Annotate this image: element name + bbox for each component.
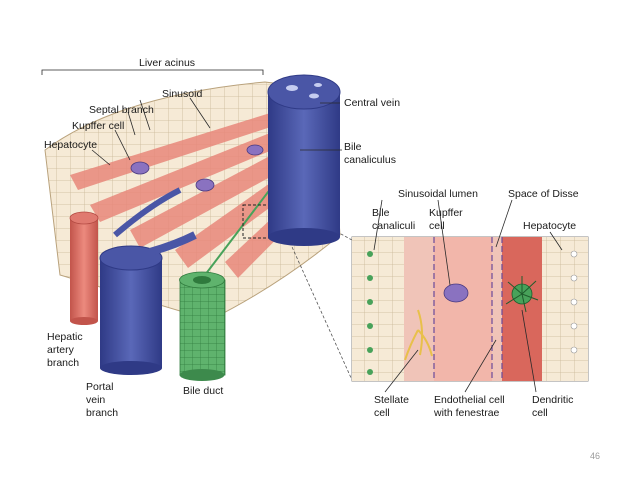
- label-bile-duct: Bile duct: [183, 385, 223, 397]
- page-number: 46: [590, 451, 600, 461]
- label-kupffer-cell: Kupffer cell: [72, 120, 124, 132]
- label-septal-branch: Septal branch: [89, 104, 154, 116]
- hepatic-artery: [69, 211, 99, 325]
- kupffer-cell-1: [130, 161, 150, 175]
- label-bile-canaliculi-1: Bile: [372, 207, 390, 219]
- label-endothelial-cell-2: with fenestrae: [433, 407, 500, 419]
- inset-kupffer-cell: [443, 283, 469, 303]
- septal-branch: [113, 187, 182, 238]
- leader-lines: [41, 69, 563, 393]
- kupffer-cell-2: [195, 178, 215, 192]
- label-bile-canaliculus-2: canaliculus: [344, 154, 396, 166]
- label-bile-canaliculi-2: canaliculi: [372, 220, 415, 232]
- label-liver-acinus: Liver acinus: [139, 57, 195, 69]
- sinusoid-inset: [351, 236, 589, 382]
- label-stellate-cell-2: cell: [374, 407, 390, 419]
- label-dendritic-cell-2: cell: [532, 407, 548, 419]
- label-hepatocyte-inset: Hepatocyte: [523, 220, 576, 232]
- kupffer-cell-3: [246, 144, 264, 156]
- label-kupffer-inset-2: cell: [429, 220, 445, 232]
- inset-sinusoidal-lumen: [434, 237, 492, 381]
- inset-connector-bottom: [287, 237, 353, 381]
- label-hepatic-artery-2: artery: [47, 344, 75, 356]
- label-endothelial-cell-1: Endothelial cell: [434, 394, 505, 406]
- label-space-of-disse: Space of Disse: [508, 188, 579, 200]
- inset-lumen-right: [492, 237, 502, 381]
- label-dendritic-cell-1: Dendritic: [532, 394, 573, 406]
- inset-hepatocytes-left: [352, 237, 404, 381]
- sinusoid-3: [130, 140, 305, 248]
- label-stellate-cell-1: Stellate: [374, 394, 409, 406]
- label-kupffer-inset-1: Kupffer: [429, 207, 463, 219]
- label-sinusoid: Sinusoid: [162, 88, 202, 100]
- bile-duct: [179, 271, 226, 381]
- sinusoid-1: [70, 110, 286, 190]
- sinusoid-2: [90, 125, 296, 222]
- label-hepatocyte: Hepatocyte: [44, 139, 97, 151]
- label-hepatic-artery-1: Hepatic: [47, 331, 83, 343]
- labels: Liver acinus Sinusoid Septal branch Kupf…: [44, 57, 600, 461]
- label-sinusoidal-lumen: Sinusoidal lumen: [398, 188, 478, 200]
- label-bile-canaliculus-1: Bile: [344, 141, 362, 153]
- portal-vein: [99, 231, 197, 375]
- inset-red-sinusoid: [502, 237, 542, 381]
- label-portal-vein-1: Portal: [86, 381, 113, 393]
- inset-stellate-cell: [404, 309, 433, 361]
- inset-bile-canaliculi: [367, 251, 373, 375]
- inset-space-of-disse-left: [404, 237, 434, 381]
- label-central-vein: Central vein: [344, 97, 400, 109]
- label-portal-vein-3: branch: [86, 407, 118, 419]
- central-vein: [267, 74, 341, 246]
- inset-hepatocytes-right: [542, 237, 588, 381]
- label-portal-vein-2: vein: [86, 394, 105, 406]
- label-hepatic-artery-3: branch: [47, 357, 79, 369]
